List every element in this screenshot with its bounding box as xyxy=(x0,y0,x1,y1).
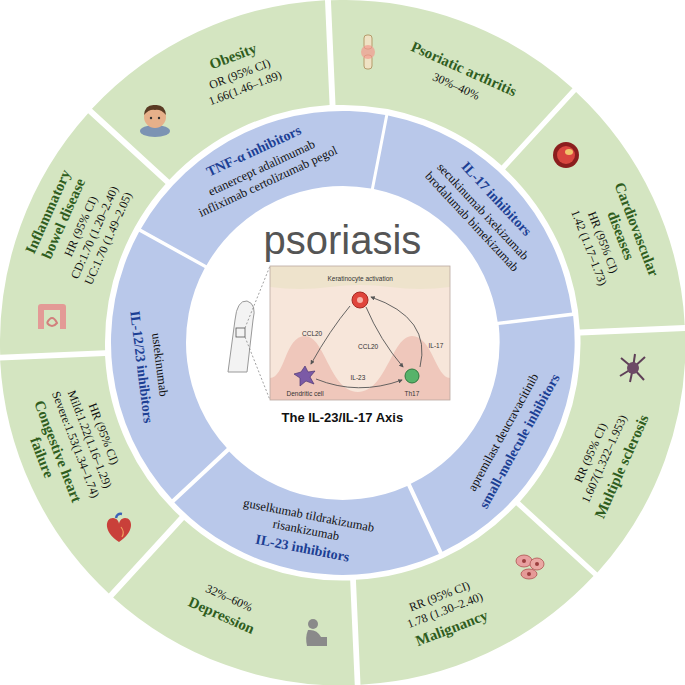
illustration-part xyxy=(535,562,539,566)
illustration-part xyxy=(316,379,402,388)
illustration-part xyxy=(352,292,368,308)
illustration-part xyxy=(366,307,403,367)
ring-segment xyxy=(0,113,165,355)
illustration-part xyxy=(553,142,579,168)
center-disc xyxy=(193,193,493,493)
illustration-part xyxy=(150,117,152,119)
illustration-part xyxy=(270,266,450,400)
illustration-part xyxy=(270,336,450,400)
illustration-part xyxy=(565,149,573,155)
illustration-part xyxy=(294,366,315,386)
illustration-part xyxy=(530,558,544,570)
illustration-part xyxy=(121,527,123,537)
ring-segment xyxy=(0,356,180,594)
segment-shape xyxy=(0,356,180,594)
illustration-part xyxy=(158,117,160,119)
illustration-part xyxy=(357,297,363,303)
segment-shape xyxy=(193,193,493,493)
illustration-part xyxy=(270,266,450,289)
segment-shape xyxy=(505,92,685,330)
artery-icon xyxy=(553,142,579,168)
illustration-part xyxy=(361,45,375,59)
illustration-part xyxy=(521,569,537,579)
illustration-part xyxy=(236,328,245,337)
illustration-part xyxy=(371,297,422,367)
segment-shape xyxy=(356,505,594,685)
segment-label-group: Congestive heart failureHR (95% CI) Mild… xyxy=(10,371,133,522)
illustration-part xyxy=(522,559,526,563)
comorbidity-segment: Cardiovascular diseasesHR (95% CI) 1.42 … xyxy=(503,90,685,333)
illustration-part xyxy=(557,146,575,164)
segment-shape xyxy=(0,113,165,355)
skin-panel xyxy=(270,266,450,400)
illustration-part xyxy=(308,619,318,629)
center-title: psoriasis xyxy=(264,218,422,262)
axis-caption: The IL-23/IL-17 Axis xyxy=(282,411,404,426)
illustration-part xyxy=(516,555,532,567)
illustration-part xyxy=(270,266,450,400)
illustration-part xyxy=(527,572,531,576)
illustration-part xyxy=(405,369,419,383)
ring-segment xyxy=(505,92,685,330)
ring-segment xyxy=(356,505,594,685)
illustration-part xyxy=(311,306,350,364)
comorbidity-segment: MalignancyRR (95% CI) 1.78 (1.30–2.40) xyxy=(353,503,596,685)
illustration-part xyxy=(627,362,639,374)
